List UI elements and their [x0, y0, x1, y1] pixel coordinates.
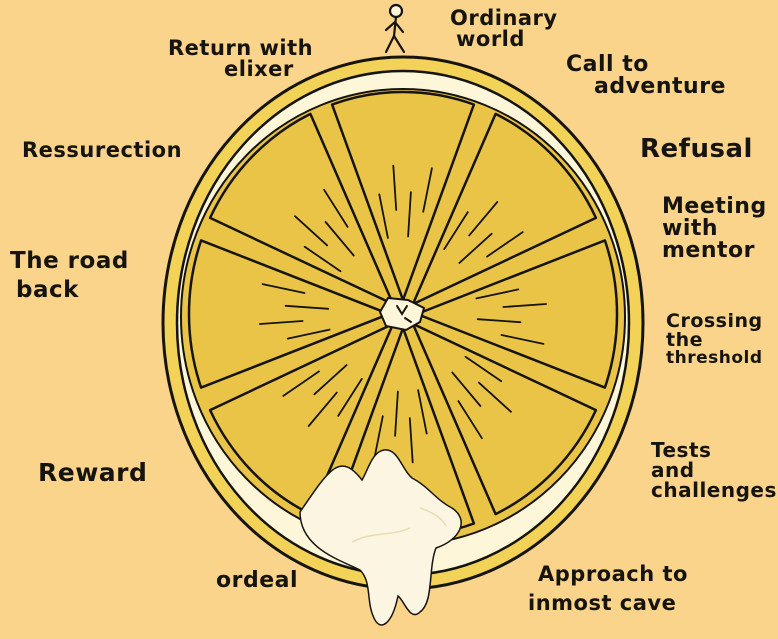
- stage-refusal: Refusal: [640, 136, 753, 162]
- stage-ordinary-world: Ordinary world: [450, 8, 558, 50]
- stage-label-line: with: [662, 218, 767, 240]
- stage-meeting-with-mentor: Meeting with mentor: [662, 196, 767, 262]
- stage-approach-to-inmost-cave: Approach to inmost cave: [528, 564, 688, 614]
- stage-label-line: and: [651, 460, 777, 480]
- stage-label-line: Meeting: [662, 196, 767, 218]
- stage-tests-and-challenges: Tests and challenges: [651, 440, 777, 500]
- stage-ordeal: ordeal: [216, 570, 298, 592]
- stage-label-line: threshold: [666, 350, 763, 367]
- walking-stick-figure-icon: [386, 5, 404, 52]
- stage-label-line: Return with: [168, 38, 313, 59]
- stage-resurrection: Ressurection: [22, 140, 182, 161]
- stage-return-with-elixir: Return with elixer: [168, 38, 313, 80]
- stage-label-line: Ressurection: [22, 140, 182, 161]
- stage-label-line: back: [16, 279, 129, 302]
- stage-label-line: Approach to: [538, 564, 688, 585]
- stage-call-to-adventure: Call to adventure: [566, 54, 726, 98]
- stage-the-road-back: The road back: [10, 250, 129, 302]
- stage-label-line: Ordinary: [450, 8, 558, 29]
- stage-label-line: The road: [10, 250, 129, 273]
- stage-label-line: world: [456, 29, 558, 50]
- stage-crossing-the-threshold: Crossing the threshold: [666, 312, 763, 367]
- stage-label-line: elixer: [224, 59, 313, 80]
- stage-label-line: ordeal: [216, 570, 298, 592]
- stage-label-line: Refusal: [640, 136, 753, 162]
- stage-reward: Reward: [38, 460, 147, 485]
- stage-label-line: inmost cave: [528, 593, 688, 614]
- stage-label-line: challenges: [651, 480, 777, 500]
- stage-label-line: mentor: [662, 240, 767, 262]
- stage-label-line: Call to: [566, 54, 726, 76]
- stage-label-line: adventure: [594, 76, 726, 98]
- stage-label-line: Reward: [38, 460, 147, 485]
- stage-label-line: Tests: [651, 440, 777, 460]
